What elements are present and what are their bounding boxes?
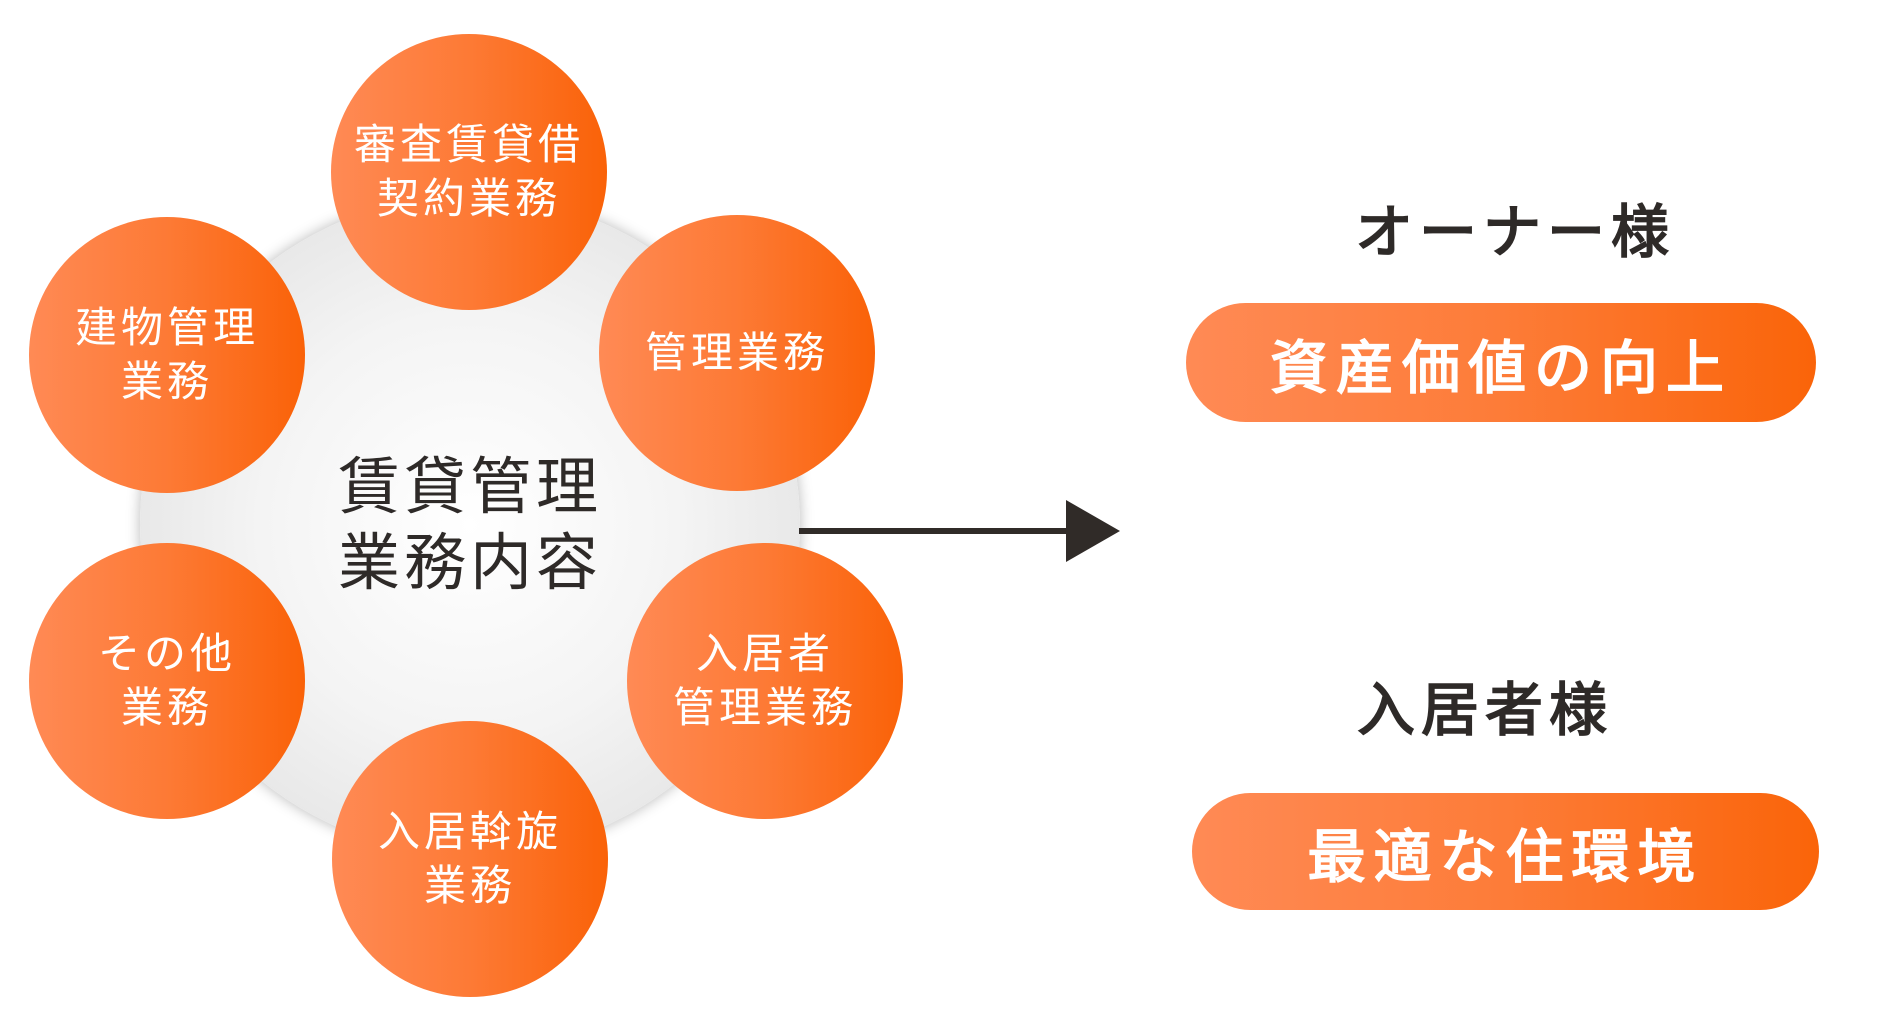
node-label-line: 入居斡旋 bbox=[377, 807, 562, 856]
node-label-line: 建物管理 bbox=[74, 303, 259, 352]
node-tenant-brokerage: 入居斡旋 業務 bbox=[332, 721, 608, 997]
arrow-head bbox=[1066, 500, 1120, 562]
node-management: 管理業務 bbox=[599, 215, 875, 491]
node-label-line: その他 bbox=[97, 629, 236, 678]
hub-title-line1: 賃貸管理 bbox=[337, 450, 602, 523]
tenant-benefit-pill: 最適な住環境 bbox=[1192, 793, 1819, 910]
node-building-management: 建物管理 業務 bbox=[29, 217, 305, 493]
node-label-line: 業務 bbox=[120, 683, 213, 732]
node-label-line: 業務 bbox=[120, 357, 213, 406]
node-label-line: 入居者 bbox=[695, 629, 834, 678]
node-other: その他 業務 bbox=[29, 543, 305, 819]
node-tenant-management: 入居者 管理業務 bbox=[627, 543, 903, 819]
hub-title-line2: 業務内容 bbox=[337, 526, 602, 599]
hub-title: 賃貸管理 業務内容 bbox=[140, 195, 800, 855]
owner-heading: オーナー様 bbox=[1354, 198, 1675, 266]
node-label-line: 管理業務 bbox=[672, 683, 857, 732]
node-label-line: 審査賃貸借 bbox=[353, 120, 584, 169]
node-screening-contract: 審査賃貸借 契約業務 bbox=[331, 34, 607, 310]
node-label-line: 契約業務 bbox=[376, 174, 561, 223]
node-label-line: 業務 bbox=[423, 861, 516, 910]
tenant-heading: 入居者様 bbox=[1356, 676, 1613, 744]
node-label-line: 管理業務 bbox=[644, 328, 829, 377]
owner-benefit-pill: 資産価値の向上 bbox=[1186, 303, 1816, 422]
